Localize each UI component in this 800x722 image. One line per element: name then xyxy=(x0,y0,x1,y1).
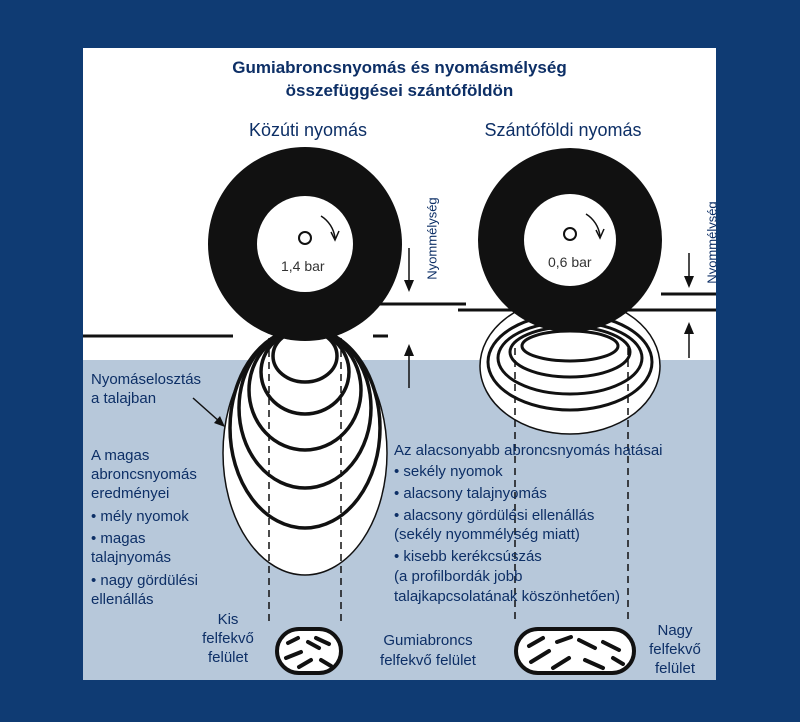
small-contact-label-line: felfekvő xyxy=(202,630,254,647)
right-pressure-value: 0,6 bar xyxy=(548,254,592,270)
small-contact-footprint xyxy=(275,627,343,675)
tyre-contact-label-line: Gumiabroncs xyxy=(383,632,473,649)
left-effects-item: • nagy gördülési xyxy=(91,572,198,589)
left-depth-label: Nyommélység xyxy=(424,197,440,280)
large-contact-label-line: felület xyxy=(654,660,696,677)
distribution-label-line1: Nyomáseloszt­ás xyxy=(91,371,202,388)
right-effects-item: • sekély nyomok xyxy=(394,463,503,480)
left-effects-item: • mély nyomok xyxy=(91,508,189,525)
left-effects-title-line: abroncsnyomás xyxy=(91,466,197,483)
diagram-title-line1: Gumiabroncsnyomás és nyomásmélység xyxy=(232,58,567,77)
right-pressure-bulb xyxy=(479,297,661,435)
distribution-label-line2: a talajban xyxy=(91,390,157,407)
diagram-title-line2: összefüggései szántóföldön xyxy=(285,81,514,100)
left-pressure-bulb xyxy=(222,326,388,576)
diagram-panel: Gumiabroncsnyomás és nyomásmélység össze… xyxy=(83,48,716,680)
large-contact-label-line: Nagy xyxy=(657,622,693,639)
left-heading: Közúti nyomás xyxy=(248,120,368,140)
right-heading: Szántóföldi nyomás xyxy=(484,120,642,140)
right-effects-item: • kisebb kerékcsúszás xyxy=(394,548,542,565)
distribution-pointer-arrow xyxy=(192,397,225,427)
right-effects-item: (sekély nyommélység miatt) xyxy=(394,526,580,543)
left-effects-item: talajnyomás xyxy=(91,549,172,566)
left-effects-item: ellenállás xyxy=(91,591,154,608)
left-effects-title-line: A magas xyxy=(91,447,150,464)
diagram-graphics xyxy=(83,147,716,675)
right-effects-title: Az alacsonyabb abroncsnyomás hatásai xyxy=(394,442,663,459)
left-effects-title-line: eredményei xyxy=(91,485,170,502)
tyre-contact-label-line: felfekvő felület xyxy=(380,652,476,669)
right-effects-item: talajkapcsolatának köszönhetően) xyxy=(394,588,620,605)
left-effects-item: • magas xyxy=(91,530,146,547)
right-effects-item: • alacsony talajnyomás xyxy=(394,485,547,502)
large-contact-label-line: felfekvő xyxy=(649,641,701,658)
left-pressure-value: 1,4 bar xyxy=(281,258,325,274)
right-depth-arrows xyxy=(684,253,694,358)
right-tyre xyxy=(478,148,662,332)
right-effects-item: • alacsony gördülési ellenállás xyxy=(394,507,595,524)
projection-dashed-lines xyxy=(268,338,629,623)
large-contact-footprint xyxy=(514,627,636,675)
left-tyre xyxy=(208,147,402,341)
small-contact-label-line: felület xyxy=(207,649,249,666)
left-depth-arrows xyxy=(404,248,414,388)
small-contact-label-line: Kis xyxy=(217,611,239,628)
right-effects-item: (a profilbordák jobb xyxy=(394,568,523,585)
right-depth-label: Nyommélység xyxy=(704,201,717,284)
